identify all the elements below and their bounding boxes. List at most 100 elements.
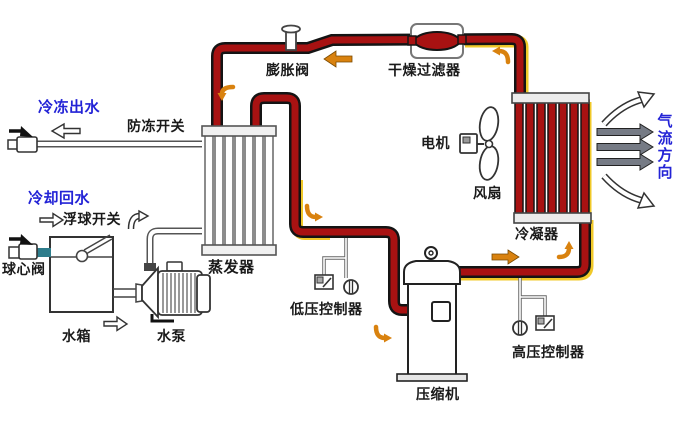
flow-arrow-right-discharge xyxy=(491,249,520,265)
condenser-top-header xyxy=(511,92,590,104)
flow-arrowhead xyxy=(384,333,392,343)
tank-shell xyxy=(49,236,114,313)
label-water-tank: 水箱 xyxy=(62,328,91,344)
air-arrow-straight-2 xyxy=(596,138,654,156)
air-arrow-straight-1 xyxy=(596,123,654,141)
label-water-pump: 水泵 xyxy=(157,328,186,344)
high-pressure-controller xyxy=(512,278,555,336)
pump-top-cap xyxy=(166,261,183,272)
pump-pipe-coupling xyxy=(144,263,156,271)
hp-gauge xyxy=(512,320,528,336)
flow-arrowhead xyxy=(315,212,323,222)
ball-valve-handle-arrow xyxy=(20,234,33,245)
outlet-valve-assembly xyxy=(7,126,38,153)
compressor-window xyxy=(431,301,451,322)
label-condenser: 冷凝器 xyxy=(515,226,559,242)
label-antifreeze-switch: 防冻开关 xyxy=(127,118,185,134)
hp-pressure-switch-detail xyxy=(537,317,545,325)
drier-filter xyxy=(407,23,467,59)
air-arrow-curved-down xyxy=(602,174,645,203)
compressor-base xyxy=(396,373,468,382)
outlet-valve-handle-arrow xyxy=(20,126,33,137)
refrigerant-pipes xyxy=(211,32,594,316)
filter-inlet-stub xyxy=(407,35,417,46)
flow-arrow-left-from-condenser xyxy=(496,48,511,65)
flow-arrowhead xyxy=(217,93,227,101)
lp-gauge xyxy=(343,279,359,295)
discharge-line xyxy=(455,218,589,276)
label-evaporator: 蒸发器 xyxy=(208,259,255,276)
air-flow-arrows xyxy=(596,91,656,209)
evaporator-top-header xyxy=(201,125,277,137)
pump-end-cap xyxy=(196,274,211,313)
evaporator-tubes xyxy=(204,131,274,249)
liquid-line-outline xyxy=(211,32,526,127)
water-pump xyxy=(113,261,211,323)
filter-body xyxy=(411,31,463,51)
flow-arrow-left-to-expansion-valve xyxy=(323,50,353,68)
label-ball-valve: 球心阀 xyxy=(2,261,46,277)
liquid-line xyxy=(213,35,524,127)
compressor xyxy=(396,246,468,382)
hp-pressure-switch-flap xyxy=(543,318,553,329)
label-chilled-water-out: 冷冻出水 xyxy=(38,99,101,116)
float-pivot xyxy=(75,249,89,263)
label-cooling-return-water: 冷却回水 xyxy=(28,190,91,207)
lp-pressure-switch-detail xyxy=(316,276,324,284)
air-arrow-straight-3 xyxy=(596,153,654,171)
flow-arrows xyxy=(217,46,574,343)
flow-arrow-down-into-evaporator xyxy=(219,84,236,97)
expansion-valve xyxy=(281,24,301,51)
flow-arrow-up-into-condenser xyxy=(556,245,572,260)
label-fan: 风扇 xyxy=(473,185,502,201)
float-arm2 xyxy=(83,234,111,251)
ball-valve-assembly xyxy=(8,234,51,260)
fan-blade-top xyxy=(478,106,500,142)
float-arm xyxy=(85,238,113,255)
pipe-yellow-accent xyxy=(291,180,330,240)
fan-motor-assembly xyxy=(459,106,500,181)
pump-volute xyxy=(141,265,159,320)
flow-arrow-right-into-compressor xyxy=(373,324,388,341)
condenser xyxy=(511,92,592,224)
water-pipes xyxy=(36,140,202,271)
fan-blade-bottom xyxy=(478,145,500,181)
evaporator xyxy=(201,125,277,256)
label-compressor: 压缩机 xyxy=(416,386,460,402)
flow-arrowhead xyxy=(492,46,500,56)
lp-pressure-switch-flap xyxy=(322,277,332,288)
label-drier-filter: 干燥过滤器 xyxy=(388,62,461,78)
expansion-valve-cap xyxy=(281,24,301,34)
air-arrow-curved-up xyxy=(602,97,645,126)
label-motor: 电机 xyxy=(421,135,450,151)
flow-arrow-right-suction xyxy=(304,203,319,220)
pipe-yellow-accent xyxy=(465,34,529,93)
compressor-body xyxy=(407,283,457,376)
water-arrow-right-tank-to-pump xyxy=(103,315,129,332)
label-float-switch: 浮球开关 xyxy=(63,211,121,227)
low-pressure-controller xyxy=(314,238,359,295)
condenser-tubes xyxy=(514,99,590,217)
water-arrow-left-chilled-out xyxy=(50,122,81,140)
flow-arrowhead xyxy=(564,241,574,249)
compressor-lift-ring-hole xyxy=(428,250,434,256)
outlet-valve-body xyxy=(16,136,38,153)
label-airflow-direction: 气流方向 xyxy=(655,113,673,181)
water-tank xyxy=(49,234,114,313)
ball-valve-body xyxy=(18,243,38,260)
filter-outlet-stub xyxy=(457,34,467,45)
condenser-bottom-header xyxy=(513,212,592,224)
evaporator-bottom-header xyxy=(201,244,277,256)
pump-foot xyxy=(150,314,174,323)
suction-line-outline xyxy=(250,92,412,316)
fan-hub xyxy=(484,139,494,149)
label-low-pressure-controller: 低压控制器 xyxy=(290,301,363,317)
label-high-pressure-controller: 高压控制器 xyxy=(512,344,585,360)
air-arrow-curved-up-head xyxy=(636,91,656,109)
water-arrows xyxy=(39,122,150,332)
suction-line xyxy=(252,94,412,314)
pump-motor-fins xyxy=(162,273,196,313)
pump-to-evaporator-pipe xyxy=(148,229,202,266)
